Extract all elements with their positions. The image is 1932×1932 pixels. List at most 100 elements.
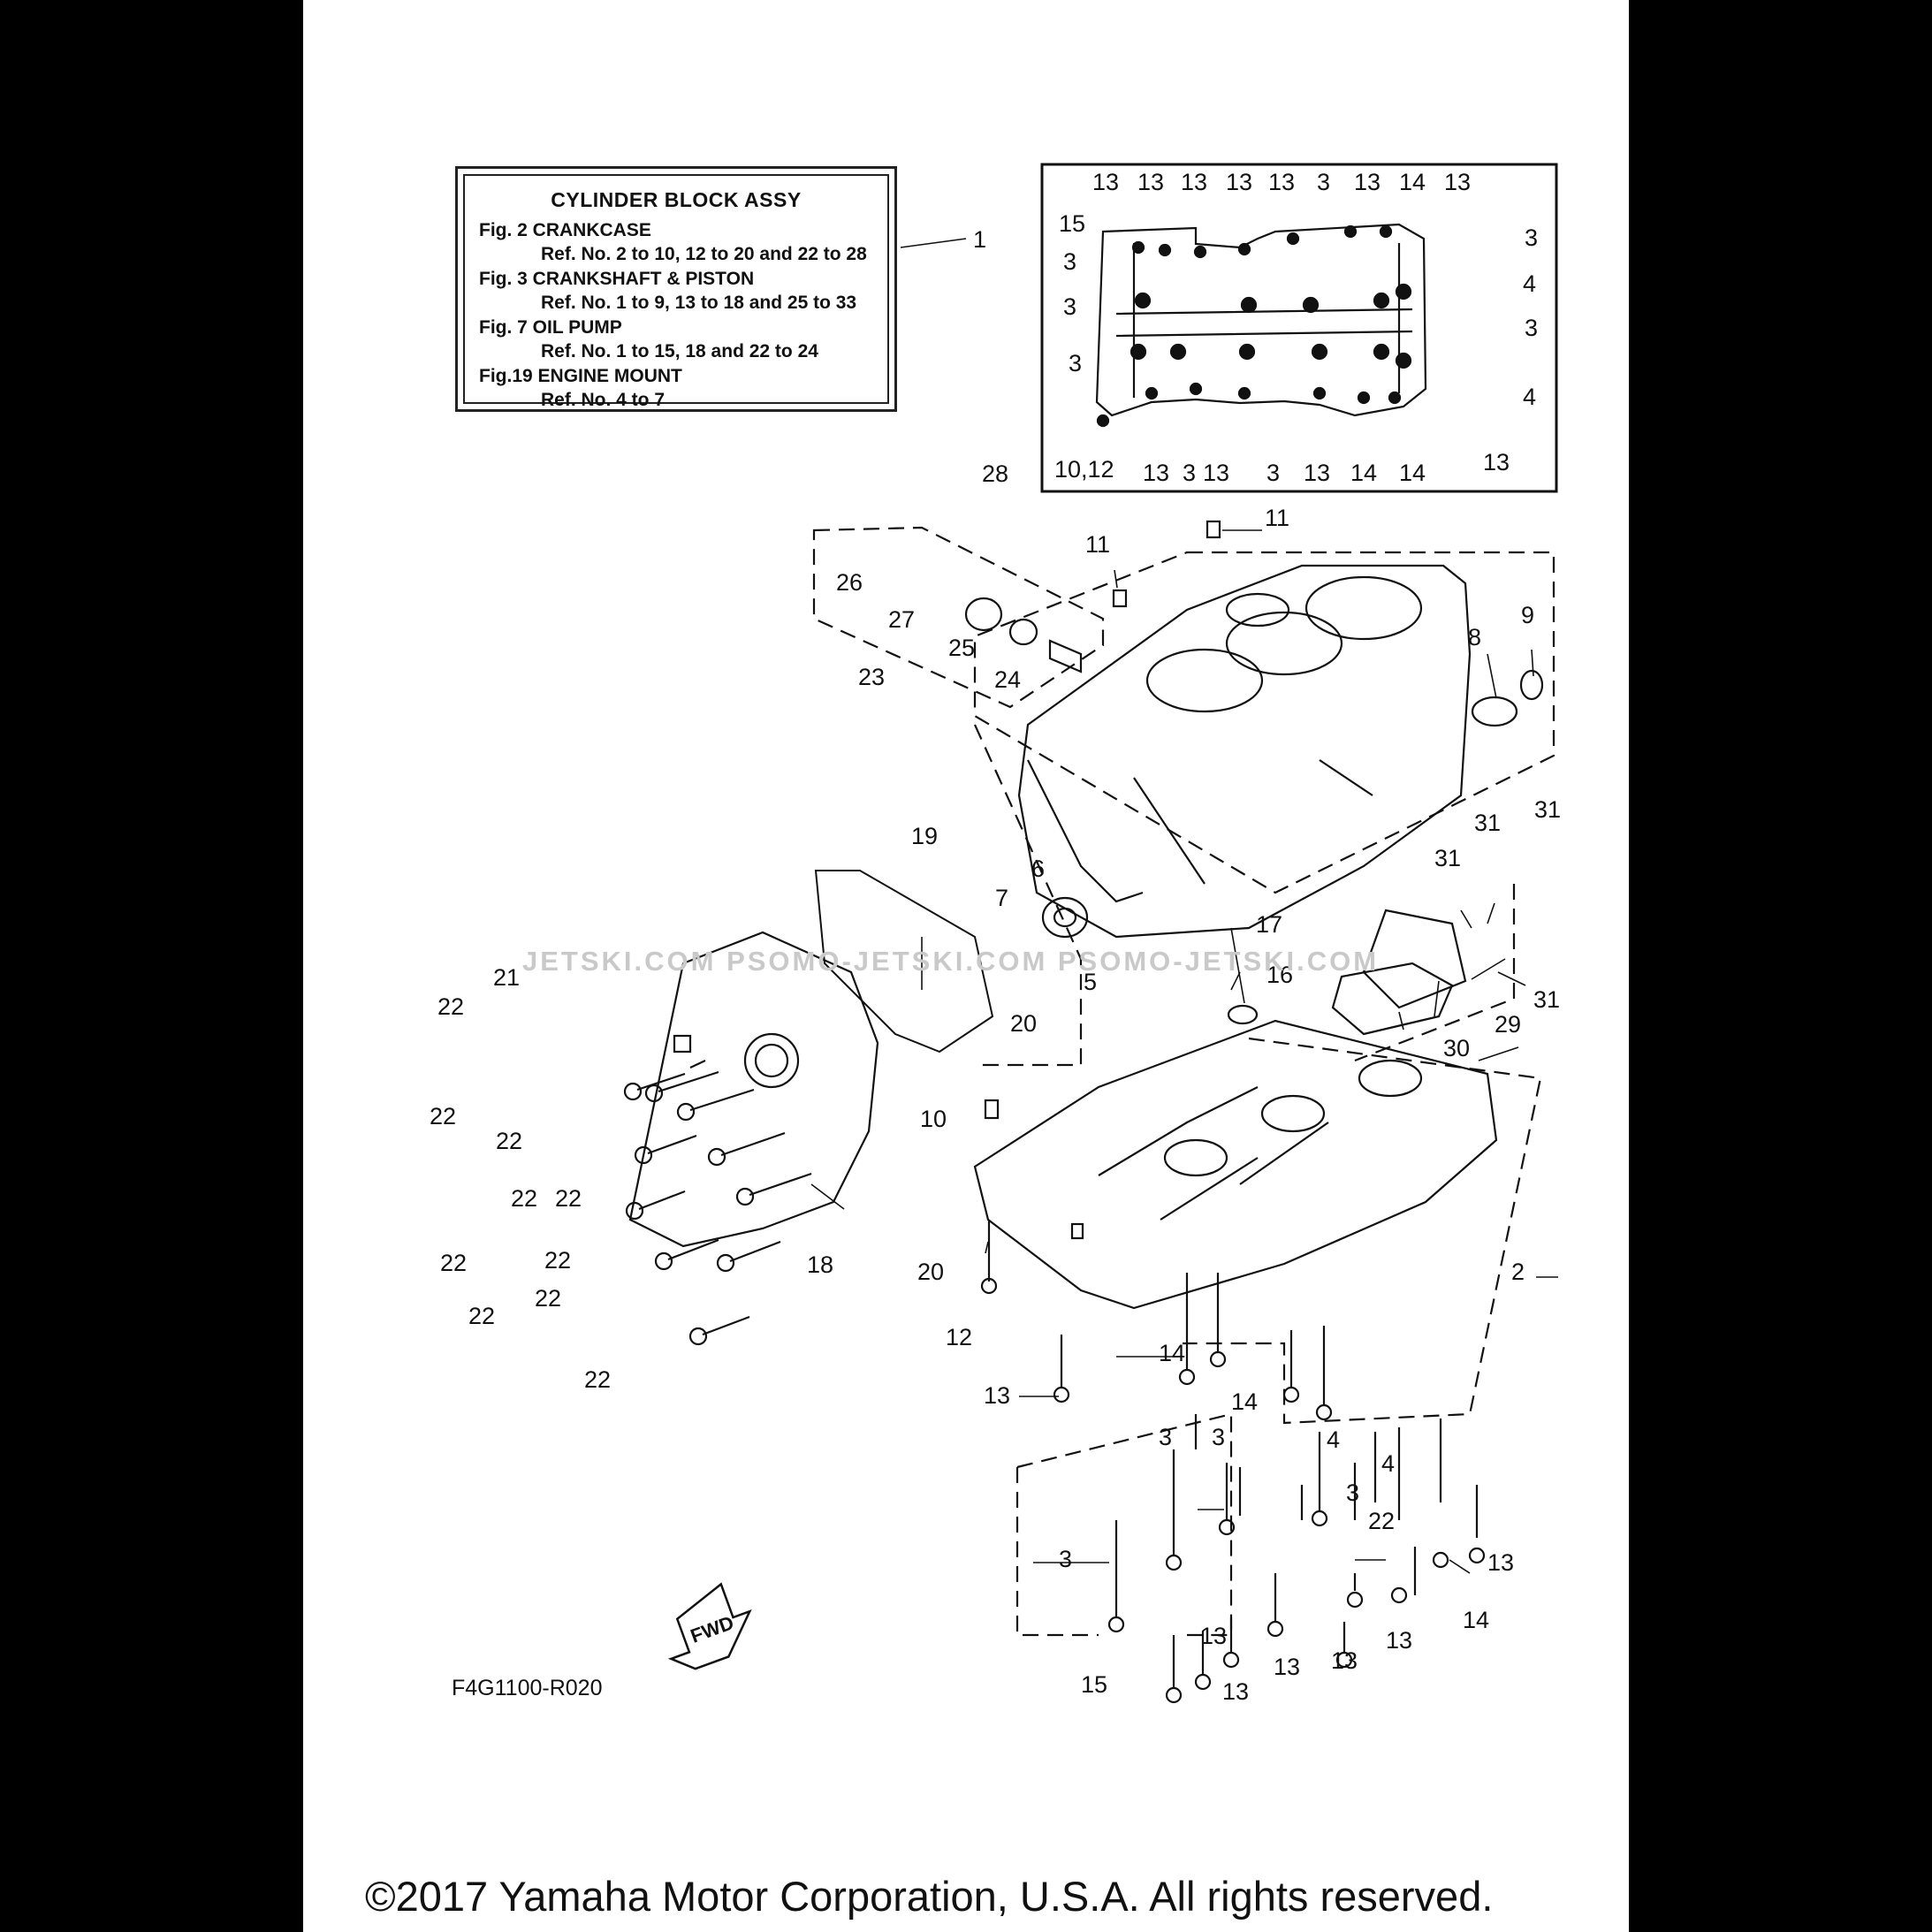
callout: 15 (1081, 1671, 1107, 1698)
info-box-title: CYLINDER BLOCK ASSY (551, 188, 802, 211)
inset-callout: 13 (1354, 169, 1381, 195)
fwd-arrow (667, 1582, 752, 1670)
info-ref-line: Ref. No. 1 to 9, 13 to 18 and 25 to 33 (541, 293, 857, 313)
callout: 22 (555, 1185, 582, 1212)
callout: 14 (1463, 1607, 1489, 1633)
callout: 19 (911, 823, 938, 849)
callout: 3 (1346, 1479, 1359, 1506)
callout: 5 (1084, 969, 1097, 995)
lower-crankcase-block (973, 1019, 1498, 1310)
rear-cover-boss (743, 1032, 800, 1089)
callout: 17 (1256, 911, 1282, 938)
callout: 22 (440, 1250, 467, 1276)
dashed-group-outlines (812, 526, 1555, 1637)
info-fig-line: Fig. 2 CRANKCASE (479, 219, 651, 240)
callout: 11 (1265, 505, 1289, 531)
gasket (814, 870, 994, 1053)
inset-callout: 3 (1183, 460, 1196, 486)
callout: 6 (1031, 856, 1045, 882)
inset-callout: 13 (1226, 169, 1252, 195)
inset-callout: 3 (1063, 248, 1076, 275)
inset-callout: 13 (1181, 169, 1207, 195)
inset-crankcase-ribs (1115, 243, 1413, 398)
inset-callout: 14 (1399, 169, 1426, 195)
upper-crankcase-block (1017, 564, 1472, 939)
callout: 22 (584, 1366, 611, 1393)
callout: 13 (984, 1382, 1010, 1409)
callout: 22 (468, 1303, 495, 1329)
main-callouts: 1 2 4 4 5 6 7 8 9 10 11 11 12 13 13 13 1… (430, 226, 1561, 1705)
inset-callout: 13 (1304, 460, 1330, 486)
inset-callout: 13 (1444, 169, 1471, 195)
callout: 24 (994, 666, 1021, 693)
inset-callout: 3 (1063, 293, 1076, 320)
callout: 3 (1059, 1546, 1072, 1572)
callout: 22 (544, 1247, 571, 1274)
info-fig-line: Fig. 7 OIL PUMP (479, 316, 622, 338)
callout: 13 (1274, 1654, 1300, 1680)
inset-callout: 14 (1350, 460, 1377, 486)
inset-callout: 4 (1523, 384, 1536, 410)
inset-callout: 13 (1092, 169, 1119, 195)
info-fig-line: Fig. 3 CRANKSHAFT & PISTON (479, 268, 755, 289)
callout: 22 (430, 1103, 456, 1130)
callout: 22 (437, 993, 464, 1020)
exploded-view-diagram: 13 13 13 13 13 3 13 14 13 15 3 3 3 3 4 3… (430, 163, 1561, 1705)
inset-callout: 15 (1059, 210, 1085, 237)
info-ref-line: Ref. No. 4 to 7 (541, 390, 666, 410)
callout: 11 (1085, 531, 1110, 558)
inset-crankcase-outline (1095, 223, 1427, 417)
small-parts (964, 520, 1544, 1240)
inset-callout: 14 (1399, 460, 1426, 486)
callout: 20 (917, 1259, 944, 1285)
callout: 25 (948, 635, 975, 661)
callout: 21 (493, 964, 520, 991)
callout: 30 (1443, 1035, 1470, 1061)
callout: 27 (888, 606, 915, 633)
callout: 9 (1521, 602, 1534, 628)
callout: 2 (1511, 1259, 1525, 1285)
callout: 4 (1327, 1426, 1340, 1453)
left-cover-bolts (623, 1034, 812, 1346)
callout: 31 (1534, 796, 1561, 823)
inset-callout: 3 (1525, 224, 1538, 251)
callout: 23 (858, 664, 885, 690)
inset-callout: 13 (1137, 169, 1164, 195)
callout: 13 (1487, 1549, 1514, 1576)
callout: 13 (1331, 1647, 1358, 1674)
inset-callouts: 13 13 13 13 13 3 13 14 13 15 3 3 3 3 4 3… (1054, 169, 1538, 486)
callout: 22 (1368, 1508, 1395, 1534)
callout: 28 (982, 460, 1008, 487)
info-box-inner: CYLINDER BLOCK ASSY Fig. 2 CRANKCASE Ref… (463, 174, 889, 410)
callout: 20 (1010, 1010, 1037, 1037)
inset-callout: 3 (1266, 460, 1280, 486)
callout: 29 (1495, 1011, 1521, 1038)
callout: 14 (1159, 1340, 1185, 1366)
inset-callout: 3 (1317, 169, 1330, 195)
fwd-label: FWD (688, 1611, 737, 1647)
rear-cover (628, 931, 879, 1248)
watermark: JETSKI.COM PSOMO-JETSKI.COM PSOMO-JETSKI… (522, 946, 1380, 977)
callout: 22 (511, 1185, 537, 1212)
callout: 4 (1381, 1450, 1395, 1477)
inset-callout: 13 (1268, 169, 1295, 195)
callout: 7 (995, 885, 1008, 911)
callout: 18 (807, 1251, 833, 1278)
inset-callout: 13 (1203, 460, 1229, 486)
callout: 13 (1200, 1623, 1227, 1649)
inset-view-frame (1040, 163, 1558, 493)
inset-callout: 3 (1525, 315, 1538, 341)
callout: 3 (1159, 1424, 1172, 1450)
inset-callout: 3 (1069, 350, 1082, 377)
callout: 16 (1266, 962, 1293, 988)
info-box: CYLINDER BLOCK ASSY Fig. 2 CRANKCASE Ref… (455, 166, 897, 412)
callout: 31 (1533, 986, 1560, 1013)
callout: 8 (1468, 624, 1481, 650)
inset-callout: 13 (1483, 449, 1510, 475)
callout: 31 (1434, 845, 1461, 871)
callout: 31 (1474, 810, 1501, 836)
callout: 1 (973, 226, 986, 253)
crankcase-bolts (980, 1220, 1486, 1704)
inset-callout: 13 (1143, 460, 1169, 486)
copyright-notice: ©2017 Yamaha Motor Corporation, U.S.A. A… (365, 1873, 1494, 1920)
